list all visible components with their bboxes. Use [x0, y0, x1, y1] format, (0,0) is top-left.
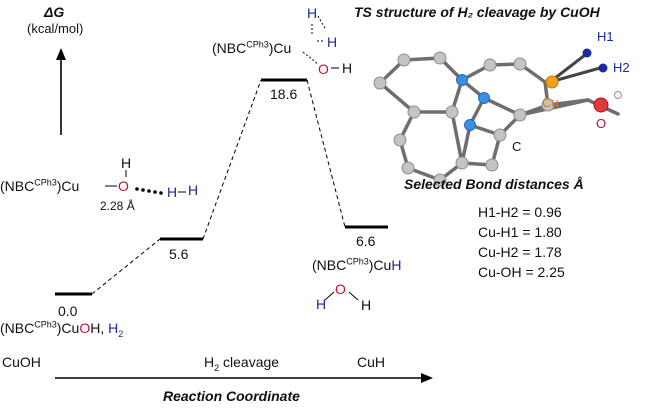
ts-oh-h-label: H: [342, 60, 353, 76]
atom-label-c: C: [512, 139, 522, 154]
x-category-h2-cleavage: H2 cleavage: [204, 354, 280, 373]
x-axis-title: Reaction Coordinate: [163, 388, 300, 404]
level-value-ts: 18.6: [270, 86, 298, 102]
carbon-coordinating-atom: [541, 98, 555, 112]
complex-h2-right: H: [188, 182, 199, 198]
complex-oh-h-label: H: [121, 155, 132, 171]
complex-dot: [141, 188, 145, 192]
ts-title: TS structure of H₂ cleavage by CuOH: [354, 4, 600, 20]
level-value-product: 6.6: [356, 233, 376, 249]
water-o-h-bond-right: [348, 291, 359, 301]
x-category-cuoh: CuOH: [2, 354, 41, 370]
bond-row: Cu-H1 = 1.80: [478, 224, 562, 240]
water-h-o-bond-left: [324, 291, 335, 301]
ts-h-top: H: [307, 5, 318, 21]
product-formula: (NBCCPh3)CuH: [312, 256, 402, 273]
water-h-left: H: [316, 296, 327, 312]
carbon-atoms: [373, 51, 527, 187]
bond-table-title: Selected Bond distances Å: [404, 176, 584, 192]
ts-formula: (NBCCPh3)Cu: [212, 39, 292, 56]
ts-h-o-bond: [317, 15, 327, 31]
complex-o-label: O: [118, 178, 129, 194]
bond-row: Cu-OH = 2.25: [478, 264, 565, 280]
nitrogen-atoms: [456, 74, 490, 131]
cu-atom: [545, 75, 559, 89]
water-h-right: H: [361, 297, 372, 313]
level-value-complex: 5.6: [169, 246, 189, 262]
oh-h-atom: [614, 91, 622, 99]
water-o: O: [335, 281, 346, 297]
reactant-formula: (NBCCPh3)CuOH, H2: [0, 319, 124, 339]
o-atom: [593, 97, 609, 113]
ts-cu-o-bond: [302, 51, 319, 65]
complex-dot: [159, 191, 163, 195]
y-axis-symbol: ΔG: [44, 4, 65, 20]
molecule-cu-h-bonds: [548, 53, 602, 84]
complex-distance: 2.28 Å: [100, 199, 135, 213]
x-axis-arrowhead: [421, 373, 433, 383]
h1-atom: [582, 48, 592, 58]
atom-label-h1: H1: [597, 29, 614, 44]
y-axis-unit: (kcal/mol): [27, 21, 84, 36]
molecule-bonds: [378, 56, 620, 182]
connector-3: [306, 79, 346, 228]
complex-dot: [147, 189, 151, 193]
complex-formula: (NBCCPh3)Cu: [0, 177, 80, 194]
bond-row: H1-H2 = 0.96: [478, 204, 562, 220]
x-category-cuh: CuH: [357, 354, 386, 370]
bond-row: Cu-H2 = 1.78: [478, 244, 562, 260]
atom-label-o: O: [596, 116, 607, 131]
complex-dot: [135, 187, 139, 191]
connector-1: [91, 238, 161, 295]
ts-h-right: H: [327, 34, 338, 50]
complex-dot: [153, 190, 157, 194]
level-value-cuoh: 0.0: [58, 303, 78, 319]
y-axis-arrowhead: [56, 48, 66, 60]
ts-o-label: O: [318, 61, 329, 77]
h2-atom: [598, 63, 608, 73]
atom-label-cu: Cu: [542, 95, 559, 110]
connector-2: [202, 79, 262, 240]
atom-label-h2: H2: [613, 60, 630, 75]
complex-h2-left: H: [167, 184, 178, 200]
